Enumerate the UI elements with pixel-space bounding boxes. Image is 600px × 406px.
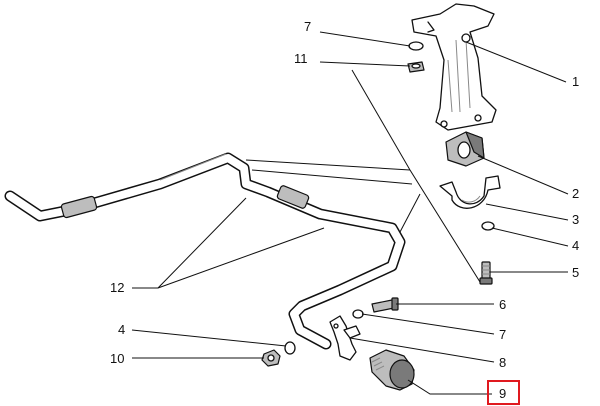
callout-1: 1	[572, 74, 579, 89]
nut-left	[261, 349, 281, 367]
callout-7-top: 7	[304, 19, 311, 34]
callout-10: 10	[110, 351, 124, 366]
callout-2: 2	[572, 186, 579, 201]
callout-5: 5	[572, 265, 579, 280]
bar-sleeve-right	[276, 185, 310, 209]
washer-lower	[352, 309, 364, 319]
callout-4-right: 4	[572, 238, 579, 253]
callout-7-right: 7	[499, 327, 506, 342]
mounting-bracket	[411, 3, 497, 131]
stabilizer-bar	[4, 152, 406, 350]
callout-labels: 1 2 3 4 5 6 7 8 9 7 11 12 4 10	[110, 19, 579, 401]
leader-lines	[131, 31, 569, 395]
bar-sleeve-left	[60, 195, 98, 219]
nut-top	[407, 61, 425, 73]
bolt-upper	[479, 261, 493, 285]
washer-right	[481, 221, 495, 231]
callout-6: 6	[499, 297, 506, 312]
callout-12: 12	[110, 280, 124, 295]
callout-4-left: 4	[118, 322, 125, 337]
bolt-lower	[371, 297, 399, 313]
callout-8: 8	[499, 355, 506, 370]
end-bushing	[369, 349, 415, 391]
callout-3: 3	[572, 212, 579, 227]
link-bracket	[329, 315, 361, 361]
callout-9: 9	[499, 386, 506, 401]
bushing-clamp	[439, 175, 501, 209]
washer-top	[408, 41, 424, 51]
rubber-bushing	[445, 131, 485, 167]
washer-left	[284, 341, 296, 355]
highlight-box	[487, 380, 520, 405]
callout-11: 11	[294, 51, 308, 66]
